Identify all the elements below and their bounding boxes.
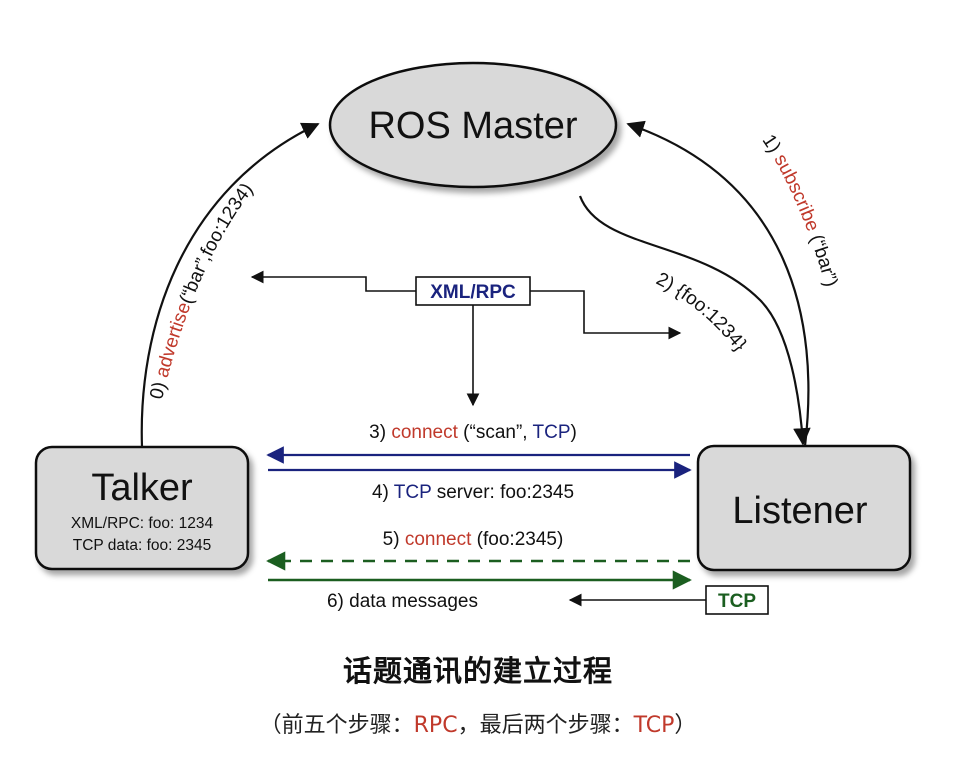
caption-title: 话题通讯的建立过程 <box>342 654 613 688</box>
xmlrpc-box: XML/RPC <box>415 276 531 306</box>
advertise-label: 0) advertise(“bar”,foo:1234) <box>146 179 257 401</box>
talker-tcp-info: TCP data: foo: 2345 <box>73 537 211 554</box>
talker-node: Talker XML/RPC: foo: 1234 TCP data: foo:… <box>34 445 250 571</box>
caption-subtitle: （前五个步骤：RPC，最后两个步骤：TCP） <box>259 713 697 738</box>
talker-label: Talker <box>91 467 193 509</box>
xmlrpc-connectors <box>250 270 682 407</box>
talker-xmlrpc-info: XML/RPC: foo: 1234 <box>71 515 214 532</box>
tcp-box: TCP <box>705 585 769 615</box>
ros-topic-diagram: ROS Master Talker XML/RPC: foo: 1234 TCP… <box>34 61 912 615</box>
connect-foo-label: 5) connect (foo:2345) <box>383 529 564 550</box>
advertise-arrow <box>140 122 320 448</box>
data-messages-label: 6) data messages <box>327 591 478 612</box>
foo-1234-arrow <box>578 195 811 446</box>
subscribe-label: 1) subscribe (“bar”) <box>758 131 842 289</box>
subscribe-arrow <box>626 120 810 447</box>
ros-master-label: ROS Master <box>368 105 577 147</box>
connect-scan-label: 3) connect (“scan”, TCP) <box>369 422 577 443</box>
tcp-box-label: TCP <box>718 591 756 612</box>
xmlrpc-label: XML/RPC <box>430 282 516 303</box>
ros-master-node: ROS Master <box>328 61 618 189</box>
listener-label: Listener <box>732 490 868 532</box>
listener-node: Listener <box>696 444 912 572</box>
tcp-server-label: 4) TCP server: foo:2345 <box>372 482 574 503</box>
